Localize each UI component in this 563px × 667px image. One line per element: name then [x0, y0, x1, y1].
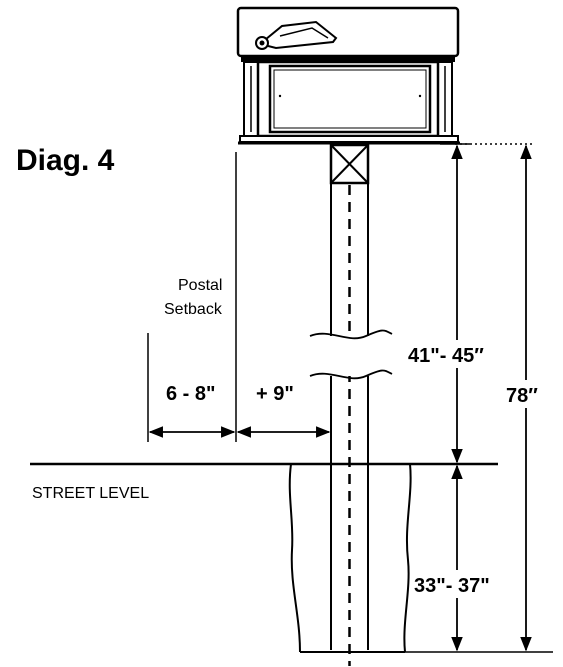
post-offset-label: + 9": [256, 383, 294, 405]
post: [309, 143, 393, 666]
ground: [30, 462, 498, 653]
total-height-label: 78″: [506, 385, 538, 407]
postal-setback-label-line1: Postal: [178, 277, 222, 294]
diagram-title: Diag. 4: [16, 144, 115, 177]
setback-lines: [147, 152, 331, 442]
street-level-label: STREET LEVEL: [32, 485, 149, 502]
postal-setback-label-line2: Setback: [164, 301, 223, 318]
box-height-range-label: 41"- 45″: [408, 345, 484, 367]
mailbox: [236, 6, 460, 145]
burial-depth-label: 33"- 37": [414, 575, 490, 597]
height-dimensions: [402, 143, 553, 653]
setback-range-label: 6 - 8": [166, 383, 216, 405]
